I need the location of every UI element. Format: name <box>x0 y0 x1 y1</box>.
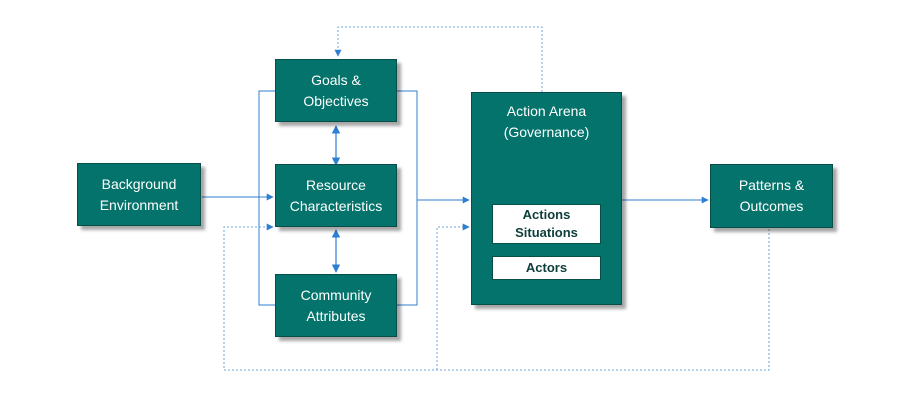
background-environment-line1: Background <box>101 175 177 192</box>
background-environment-box: Background Environment <box>77 163 201 226</box>
patterns-outcomes-box: Patterns & Outcomes <box>710 164 833 228</box>
actors-box: Actors <box>492 256 601 280</box>
goals-objectives-box: Goals & Objectives <box>275 59 397 122</box>
right-bracket-line <box>397 90 418 306</box>
goals-objectives-line2: Objectives <box>303 92 369 109</box>
action-arena-box: Action Arena (Governance) Actions Situat… <box>471 92 622 305</box>
left-bracket-line <box>258 90 275 306</box>
action-situations-line1: Actions <box>522 207 571 222</box>
actors-label: Actors <box>525 260 568 275</box>
action-arena-title-line1: Action Arena <box>506 103 587 119</box>
goals-objectives-line1: Goals & <box>311 71 361 88</box>
patterns-outcomes-line2: Outcomes <box>739 198 804 214</box>
background-environment-line2: Environment <box>99 196 179 213</box>
resource-characteristics-line1: Resource <box>306 176 366 193</box>
resource-characteristics-box: Resource Characteristics <box>275 164 397 227</box>
action-arena-title: Action Arena (Governance) <box>472 93 621 143</box>
patterns-feedback-line <box>223 223 770 371</box>
patterns-to-arena-feedback-line <box>436 223 470 370</box>
patterns-outcomes-line1: Patterns & <box>738 177 805 193</box>
community-attributes-box: Community Attributes <box>275 274 397 337</box>
community-attributes-line1: Community <box>300 286 372 303</box>
community-attributes-line2: Attributes <box>306 307 366 324</box>
arena-to-goals-feedback-line <box>334 26 543 92</box>
action-situations-line2: Situations <box>515 225 578 240</box>
action-situations-box: Actions Situations <box>492 204 601 244</box>
action-arena-title-line2: (Governance) <box>503 124 590 140</box>
resource-characteristics-line2: Characteristics <box>289 197 383 214</box>
